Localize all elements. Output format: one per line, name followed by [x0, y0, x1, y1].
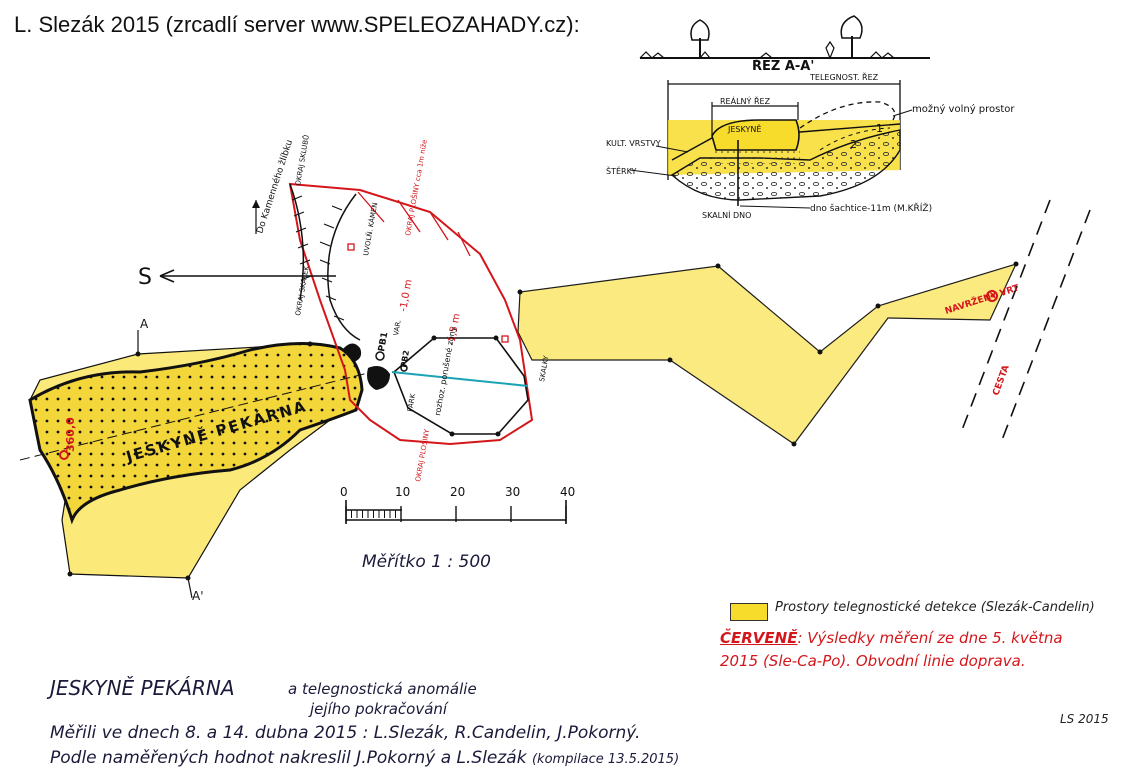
scale-tick-label: 0 — [340, 485, 348, 499]
bedrock-label: SKALNÍ DNO — [702, 209, 751, 220]
cliff-edge-top-label: OKRAJ SKLUBŮ — [293, 134, 311, 186]
scale-tick-label: 10 — [395, 485, 410, 499]
pb2-label: PB2 — [399, 350, 411, 369]
credits-line-1: Měřili ve dnech 8. a 14. dubna 2015 : L.… — [50, 723, 641, 743]
scale-tick-label: 20 — [450, 485, 465, 499]
cave-section — [711, 119, 800, 151]
credits-line-2-main: Podle naměřených hodnot nakreslil J.Poko… — [50, 748, 527, 768]
gravel-layer — [670, 129, 901, 201]
point-360-icon — [59, 450, 69, 460]
red-survey-outline — [288, 182, 534, 446]
platform-edge-bottom-label: OKRAJ PLOŠINY — [413, 428, 431, 483]
cultural-layer-label: KULT. VRSTVY — [606, 139, 661, 148]
cross-section: ŘEZ A-A' TELEGNOST. ŘEZ REÁLNÝ ŘEZ možný… — [606, 15, 1015, 220]
cliff-edge-2 — [327, 193, 361, 341]
cave-label: JESKYNĚ — [727, 123, 761, 134]
section-title: ŘEZ A-A' — [752, 58, 814, 74]
fracture-zone — [393, 337, 529, 435]
loose-stone-label: UVOLŇ. KÁMEN — [361, 202, 379, 257]
platform-edge-top-label: OKRAJ PLOŠINY cca 1m níže — [403, 139, 429, 237]
red-note-text: : Výsledky měření ze dne 5. května 2015 … — [720, 629, 1063, 670]
park-label: PARK — [406, 393, 417, 413]
real-section-label: REÁLNÝ ŘEZ — [720, 95, 771, 106]
map-subtitle-2: jejího pokračování — [310, 700, 448, 718]
gravel-label: ŠTĚRKY — [606, 165, 637, 176]
road-label: CESTA — [991, 364, 1011, 397]
to-kamenny-label: Do Kamenného žlíbku — [254, 138, 295, 235]
signature: LS 2015 — [1060, 712, 1109, 726]
north-label: S — [138, 265, 152, 290]
scale-bar: 0 10 20 30 40 — [340, 485, 575, 524]
pb1-label: PB1 — [377, 331, 390, 352]
red-note-label: ČERVENĚ — [720, 629, 798, 647]
scale-tick-label: 40 — [560, 485, 575, 499]
tree-icon — [690, 19, 710, 58]
cyan-line — [391, 371, 529, 387]
credits-line-2-date: (kompilace 13.5.2015) — [531, 752, 680, 767]
point-360-label: 360,0 — [64, 417, 77, 452]
teleg-label: TELEGNOST. ŘEZ — [809, 72, 879, 82]
depth-1-label: -1,0 m — [398, 279, 414, 313]
legend-text: Prostory telegnostické detekce (Slezák-C… — [775, 600, 1095, 615]
marker-a-prime: A' — [192, 589, 204, 603]
telegnostic-zone-right — [517, 263, 1018, 445]
var-label: VAR. — [392, 319, 403, 336]
number-1: 1 — [876, 122, 883, 135]
number-2: 2 — [850, 138, 857, 151]
scale-label: Měřítko 1 : 500 — [362, 552, 491, 572]
proposed-drill-icon — [986, 290, 998, 302]
road — [961, 199, 1091, 441]
cliff-edge — [289, 183, 305, 301]
cliff-edge-left-label: OKRAJ SKALEK — [294, 265, 311, 316]
map-subtitle: a telegnostická anomálie — [288, 680, 477, 698]
legend-swatch — [730, 603, 768, 621]
tree-icon — [840, 15, 863, 58]
possible-space-label: možný volný prostor — [912, 103, 1015, 115]
marker-a: A — [140, 317, 149, 331]
scale-tick-label: 30 — [505, 485, 520, 499]
credits-line-2: Podle naměřených hodnot nakreslil J.Poko… — [50, 748, 679, 768]
red-note: ČERVENĚ: Výsledky měření ze dne 5. květn… — [720, 627, 1100, 673]
header-credit: L. Slezák 2015 (zrcadlí server www.SPELE… — [14, 12, 580, 37]
shaft-bottom-label: dno šachtice-11m (M.KŘÍŽ) — [810, 202, 932, 214]
map-title: JESKYNĚ PEKÁRNA — [50, 676, 235, 700]
